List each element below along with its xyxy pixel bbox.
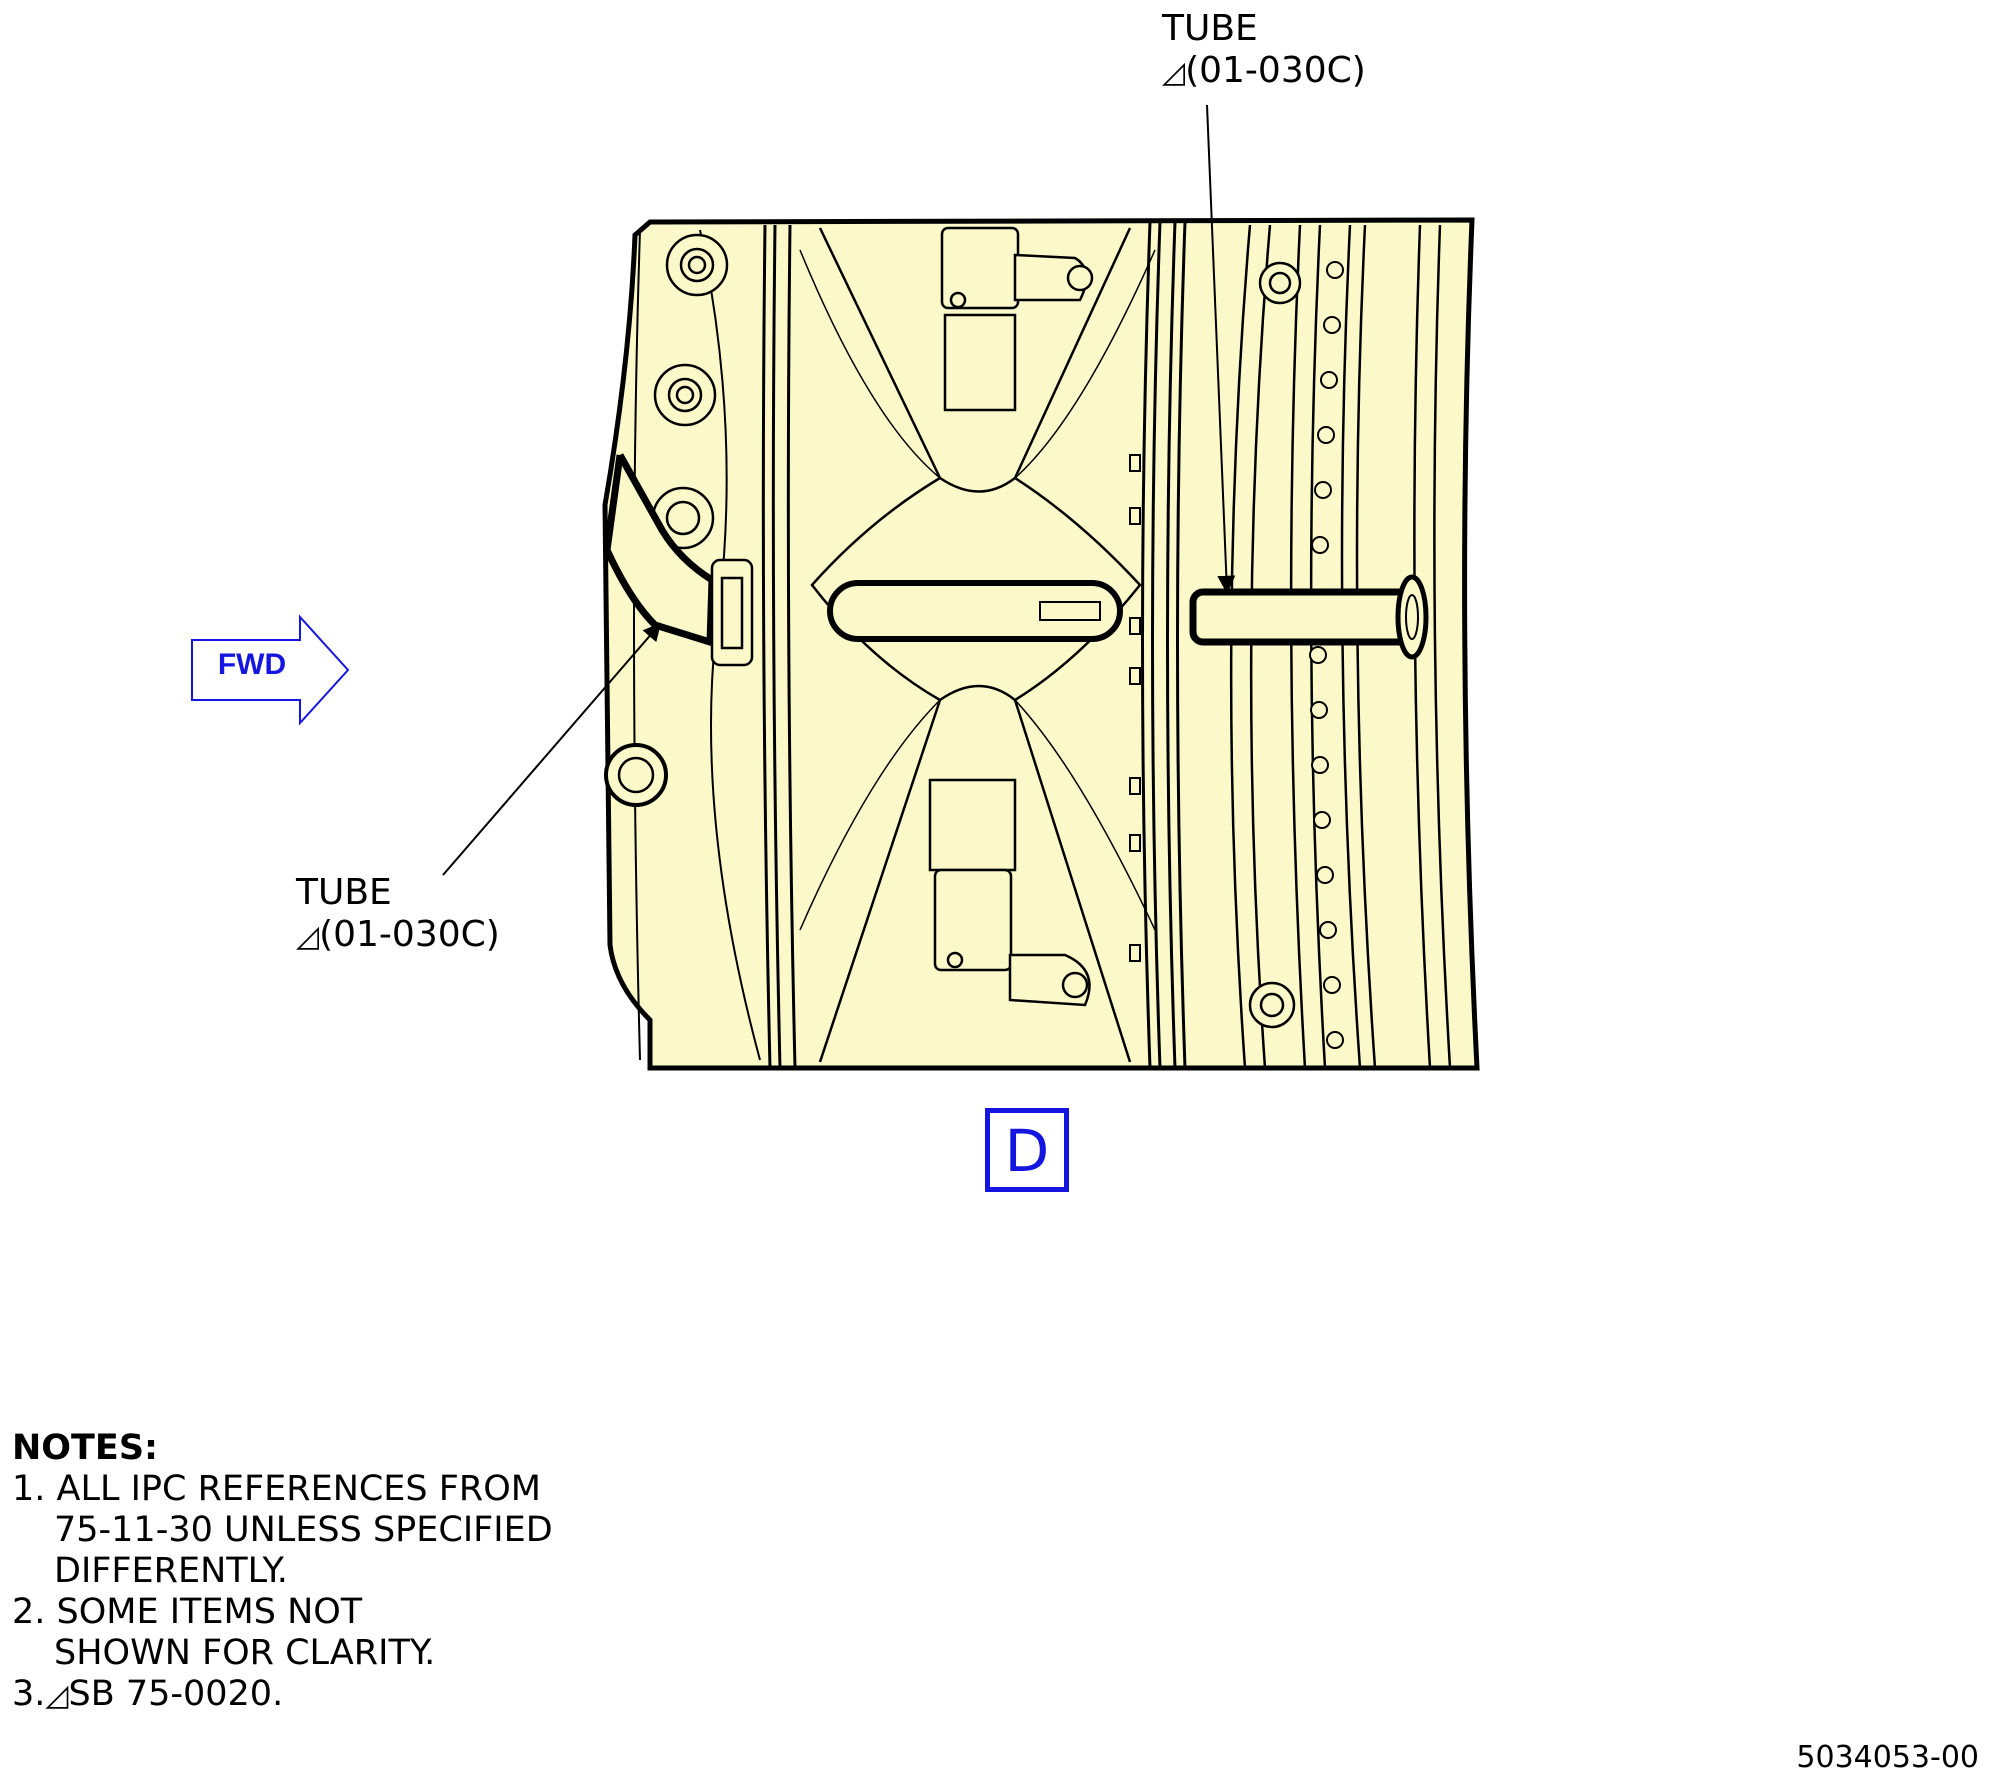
left-flange: [633, 229, 641, 1061]
fwd-arrow-icon: [191, 614, 350, 726]
leader-line-left: [442, 622, 662, 876]
x-frame-inner: [799, 249, 1156, 931]
note-1-line-1: 1. ALL IPC REFERENCES FROM: [12, 1469, 541, 1509]
lower-clevis: [928, 778, 1091, 1007]
callout-left-name: TUBE: [296, 872, 392, 913]
right-boss-group: [1248, 261, 1302, 1029]
left-tube-fitting: [710, 558, 754, 667]
callout-top-ref-line: ◿(01-030C): [1162, 50, 1366, 94]
sb-triangle-icon: ◿: [45, 1678, 69, 1713]
note-1-line-3: DIFFERENTLY.: [54, 1551, 288, 1591]
note-3: 3.◿SB 75-0020.: [12, 1674, 553, 1716]
ring-lines: [761, 221, 1187, 1069]
x-frame: [810, 227, 1142, 1063]
note-2-line-2: SHOWN FOR CLARITY.: [54, 1633, 436, 1673]
center-slot: [827, 580, 1123, 642]
bolt-column: [1129, 454, 1141, 962]
right-tube: [1189, 574, 1429, 660]
callout-tube-left: TUBE ◿(01-030C): [296, 872, 500, 958]
callout-left-ref: (01-030C): [319, 914, 500, 955]
note-2-line-1: 2. SOME ITEMS NOT: [12, 1592, 363, 1632]
figure-number: 5034053-00: [1796, 1740, 1979, 1775]
sb-triangle-icon: ◿: [296, 919, 320, 954]
callout-tube-top: TUBE ◿(01-030C): [1162, 8, 1366, 94]
callout-top-name: TUBE: [1162, 8, 1258, 49]
callout-top-ref: (01-030C): [1185, 50, 1366, 91]
left-tube: [603, 453, 716, 647]
upper-clevis: [940, 226, 1094, 412]
part-outline: [602, 217, 1480, 1071]
view-label: D: [985, 1108, 1069, 1192]
note-1-line-2: 75-11-30 UNLESS SPECIFIED: [54, 1510, 553, 1550]
sb-triangle-icon: ◿: [1162, 55, 1186, 90]
note-3-number: 3.: [12, 1674, 46, 1714]
left-boss-group: [604, 233, 729, 807]
rivet-row: [1309, 261, 1344, 1049]
fwd-label: FWD: [217, 648, 287, 681]
notes-title: NOTES:: [12, 1428, 159, 1468]
center-slot-tab: [1039, 601, 1101, 621]
callout-left-ref-line: ◿(01-030C): [296, 914, 500, 958]
note-3-text: SB 75-0020.: [68, 1674, 284, 1714]
leader-line-top: [1206, 104, 1236, 594]
notes-block: NOTES: 1. ALL IPC REFERENCES FROM 75-11-…: [12, 1428, 553, 1716]
